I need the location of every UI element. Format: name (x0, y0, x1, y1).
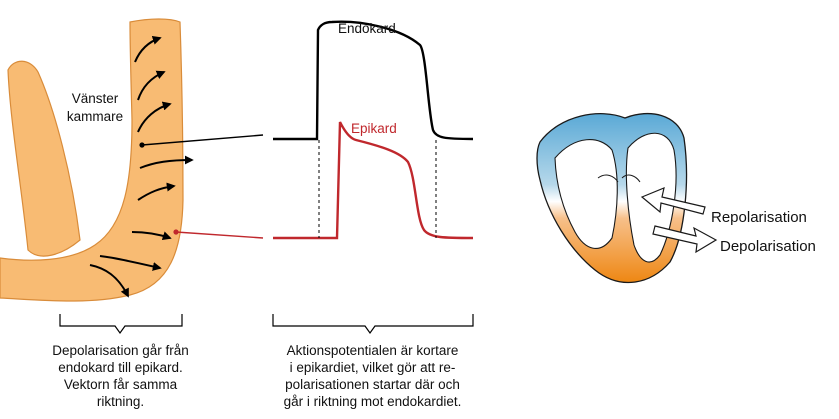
vector-arrow (137, 182, 176, 201)
vector-arrow (99, 255, 162, 271)
vector-arrow (89, 264, 129, 298)
middle-caption-line: går i riktning mot endokardiet. (283, 394, 462, 409)
left-caption-line: riktning. (96, 394, 145, 409)
epikard-action-potential (273, 121, 474, 240)
endokard-connector (141, 134, 264, 146)
endokard-label: Endokard (338, 21, 396, 36)
middle-caption: Aktionspotentialen är kortare i epikardi… (250, 342, 495, 410)
left-caption: Depolarisation går från endokard till ep… (18, 342, 223, 410)
middle-caption-line: i epikardiet, vilket gör att re- (289, 360, 456, 375)
ventricle-label-line2: kammare (67, 109, 123, 124)
left-brace (59, 314, 183, 335)
heart-illustration (536, 112, 688, 284)
left-caption-line: Depolarisation går från (52, 343, 189, 358)
vector-arrow (137, 70, 166, 101)
ventricle-myocardium (0, 18, 184, 302)
vector-arrow (139, 155, 194, 169)
endokard-action-potential (273, 20, 474, 141)
epikard-label: Epikard (351, 121, 397, 136)
middle-caption-line: polarisationen startar där och (285, 377, 460, 392)
epikard-connector (175, 231, 264, 239)
left-caption-line: endokard till epikard. (58, 360, 183, 375)
depolarisation-label: Depolarisation (720, 238, 816, 255)
papillary-muscle (7, 60, 81, 257)
valve-right (621, 174, 641, 183)
repolarisation-label: Repolarisation (711, 209, 807, 226)
vector-arrow (137, 101, 172, 133)
ventricle-wall (0, 18, 184, 302)
middle-caption-line: Aktionspotentialen är kortare (286, 343, 459, 358)
vector-arrow (131, 231, 172, 240)
depolarisation-arrow (652, 225, 718, 254)
valve-left (597, 174, 619, 183)
left-caption-line: Vektorn får samma (63, 377, 178, 392)
repolarisation-arrow (640, 187, 706, 215)
vector-arrow (134, 36, 162, 63)
ventricle-label-line1: Vänster (72, 91, 119, 106)
depolarisation-vectors (89, 36, 194, 298)
middle-brace (272, 314, 474, 335)
left-ventricle-cavity (554, 139, 618, 249)
